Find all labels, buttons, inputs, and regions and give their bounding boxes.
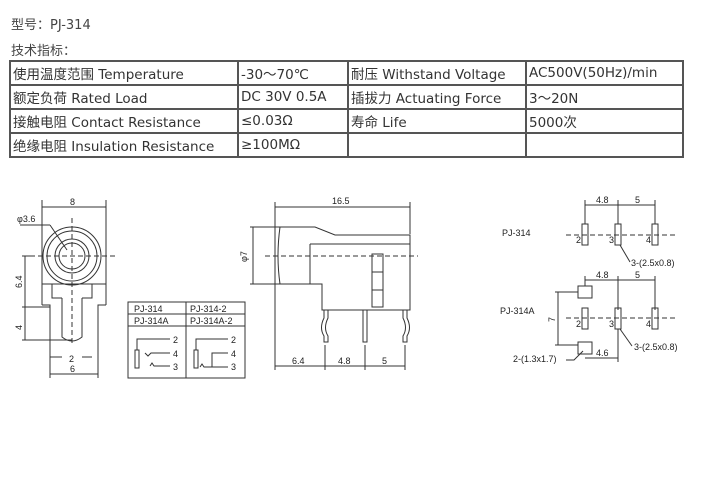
pin-label: 3 — [231, 362, 236, 372]
pad-note: 2-(1.3x1.7) — [513, 354, 557, 364]
side-view: 16.5 φ7 6.4 4.8 5 — [239, 196, 418, 370]
model-label: 型号：PJ-314 — [11, 18, 91, 33]
spec-title: 技术指标： — [11, 44, 77, 59]
table-cell: 寿命 Life — [347, 108, 527, 134]
pin-label: 3 — [609, 235, 614, 245]
front-view: 8 φ3.6 6.4 4 2 6 — [14, 197, 116, 378]
table-row: 额定负荷 Rated Load DC 30V 0.5A 插拔力 Actuatin… — [9, 84, 684, 110]
table-cell: 耐压 Withstand Voltage — [347, 60, 527, 86]
dim-pitch: 4.8 — [596, 270, 609, 280]
pin-label: 3 — [173, 362, 178, 372]
dim-base: 6 — [70, 364, 75, 374]
dim-pitch: 4.8 — [338, 356, 351, 366]
table-row: 使用温度范围 Temperature -30～70℃ 耐压 Withstand … — [9, 60, 684, 86]
table-cell: 3～20N — [525, 84, 684, 110]
table-cell: AC500V(50Hz)/min — [525, 60, 684, 86]
dim-pitch: 5 — [635, 270, 640, 280]
table-row: 绝缘电阻 Insulation Resistance ≥100MΩ — [9, 132, 684, 158]
footprint-pj314a: PJ-314A 4.8 5 2 3 4 7 4.6 3-(2.5x0.8) 2-… — [500, 270, 678, 364]
dim-hole: φ3.6 — [17, 214, 35, 224]
table-cell: ≤0.03Ω — [237, 108, 349, 134]
table-cell: 接触电阻 Contact Resistance — [9, 108, 239, 134]
footprint-label: PJ-314 — [502, 228, 531, 238]
dim-height: 7 — [547, 317, 557, 322]
pin-label: 2 — [173, 335, 178, 345]
schematic-header: PJ-314A — [134, 316, 169, 326]
dim-offset: 4.6 — [596, 348, 609, 358]
dim-pitch: 5 — [635, 195, 640, 205]
pin-label: 4 — [646, 235, 651, 245]
table-cell: 插拔力 Actuating Force — [347, 84, 527, 110]
dim-pin-width: 2 — [69, 354, 74, 364]
pin-label: 4 — [646, 319, 651, 329]
table-cell: 绝缘电阻 Insulation Resistance — [9, 132, 239, 158]
dim-pin-length: 4 — [14, 325, 24, 330]
schematic-header: PJ-314-2 — [190, 304, 227, 314]
table-cell: 5000次 — [525, 108, 684, 134]
schematic-header: PJ-314A-2 — [190, 316, 233, 326]
footprint-label: PJ-314A — [500, 306, 535, 316]
pin-label: 4 — [231, 349, 236, 359]
table-cell: DC 30V 0.5A — [237, 84, 349, 110]
dim-height: 6.4 — [14, 275, 24, 288]
table-row: 接触电阻 Contact Resistance ≤0.03Ω 寿命 Life 5… — [9, 108, 684, 134]
table-cell — [525, 132, 684, 158]
dim-length: 16.5 — [332, 196, 350, 206]
table-cell: -30～70℃ — [237, 60, 349, 86]
dim-pitch: 5 — [382, 356, 387, 366]
schematic-header: PJ-314 — [134, 304, 163, 314]
table-cell — [347, 132, 527, 158]
table-cell: ≥100MΩ — [237, 132, 349, 158]
dim-pitch: 6.4 — [292, 356, 305, 366]
pin-label: 2 — [231, 335, 236, 345]
dim-diameter: φ7 — [239, 251, 249, 262]
table-cell: 使用温度范围 Temperature — [9, 60, 239, 86]
table-cell: 额定负荷 Rated Load — [9, 84, 239, 110]
dim-width: 8 — [70, 197, 75, 207]
pin-label: 2 — [576, 319, 581, 329]
pin-label: 2 — [576, 235, 581, 245]
spec-table: 使用温度范围 Temperature -30～70℃ 耐压 Withstand … — [9, 60, 684, 158]
pad-note: 3-(2.5x0.8) — [631, 258, 675, 268]
pin-label: 3 — [609, 319, 614, 329]
pad-note: 3-(2.5x0.8) — [634, 342, 678, 352]
footprint-pj314: PJ-314 4.8 5 2 3 4 3-(2.5x0.8) — [502, 195, 676, 268]
pin-label: 4 — [173, 349, 178, 359]
schematic-table: PJ-314 PJ-314-2 PJ-314A PJ-314A-2 2 4 3 … — [127, 301, 246, 379]
dim-pitch: 4.8 — [596, 195, 609, 205]
